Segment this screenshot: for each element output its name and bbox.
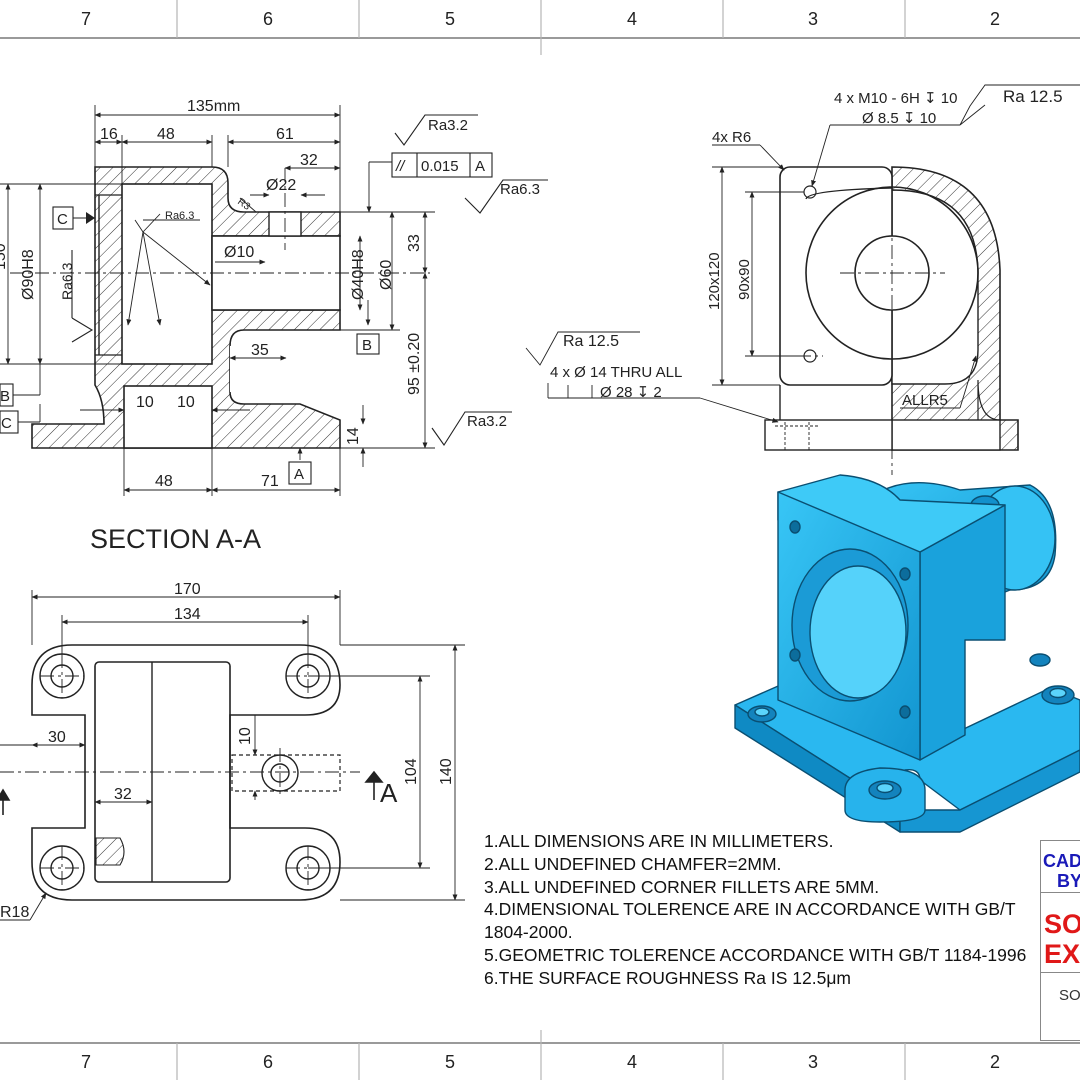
- zone-top-5: 5: [445, 9, 455, 29]
- dim-32: 32: [300, 152, 318, 169]
- section-title: SECTION A-A: [90, 524, 261, 554]
- zone-top-3: 3: [808, 9, 818, 29]
- dim-dia60: Ø60: [378, 260, 395, 290]
- note-4: 4.DIMENSIONAL TOLERENCE ARE IN ACCORDANC…: [484, 899, 1016, 943]
- datum-a: A: [294, 466, 304, 483]
- title-cad-line2: BY: [1057, 871, 1080, 891]
- dim-95: 95 ±0.20: [406, 333, 423, 395]
- front-thread-line1: 4 x M10 - 6H ↧ 10: [834, 90, 957, 107]
- title-block: CAD BY SO EX SO: [1040, 840, 1080, 1041]
- note-5: 5.GEOMETRIC TOLERENCE ACCORDANCE WITH GB…: [484, 944, 1027, 965]
- front-thread-line2: Ø 8.5 ↧ 10: [862, 110, 936, 127]
- top-r18: R18: [0, 904, 29, 921]
- section-view: Ra3.2 Ra6.3 Ra6.3 Ra6.3 Ra3.2 // 0.015 A…: [0, 98, 548, 554]
- sheet-border: [0, 37, 1080, 1044]
- dim-10a: 10: [136, 394, 154, 411]
- zone-dividers: [176, 0, 906, 1080]
- dim-dia90: Ø90H8: [20, 249, 37, 300]
- zone-bottom-4: 4: [627, 1052, 637, 1072]
- dim-dia22: Ø22: [266, 177, 296, 194]
- section-ra32-top: Ra3.2: [428, 117, 468, 134]
- section-cavity: [123, 385, 213, 449]
- dim-14: 14: [345, 427, 362, 445]
- front-base-left: [764, 419, 893, 451]
- section-lower-gap: [230, 346, 286, 392]
- top-cut-label: A: [380, 778, 398, 808]
- datum-b-right: B: [362, 337, 372, 354]
- front-allr5: ALLR5: [902, 392, 948, 409]
- front-120: 120x120: [706, 252, 723, 310]
- note-2: 2.ALL UNDEFINED CHAMFER=2MM.: [484, 853, 782, 874]
- top-dim-140: 140: [438, 758, 455, 785]
- isometric-model: [734, 474, 1080, 833]
- title-block-scale: SO: [1041, 973, 1080, 1041]
- section-bore-large: [121, 183, 213, 365]
- cut-arrow-left: [0, 788, 11, 815]
- title-cad-line1: CAD: [1043, 851, 1080, 871]
- dim-61: 61: [276, 126, 294, 143]
- top-dim-170: 170: [174, 581, 201, 598]
- top-dim-30: 30: [48, 729, 66, 746]
- tolerance-value: 0.015: [421, 158, 459, 175]
- section-ra32-bottom: Ra3.2: [467, 413, 507, 430]
- note-6: 6.THE SURFACE ROUGHNESS Ra IS 12.5μm: [484, 967, 851, 988]
- datum-b-left: B: [0, 388, 10, 405]
- section-ra63-inner: Ra6.3: [165, 210, 194, 222]
- dim-dia40: Ø40H8: [350, 249, 367, 300]
- top-dim-10: 10: [237, 727, 254, 745]
- zone-bottom-3: 3: [808, 1052, 818, 1072]
- datum-c-left: C: [1, 415, 12, 432]
- front-base-right: [891, 419, 1001, 451]
- note-1: 1.ALL DIMENSIONS ARE IN MILLIMETERS.: [484, 831, 834, 851]
- datum-c: C: [57, 211, 68, 228]
- dim-bottom-48: 48: [155, 473, 173, 490]
- dim-left-cut: 150: [0, 243, 9, 270]
- dim-48: 48: [157, 126, 175, 143]
- title-sc: SO: [1059, 987, 1080, 1004]
- top-view: 170 134 30 10 32 104 140 A R18: [0, 581, 465, 921]
- title-so-line1: SO: [1044, 909, 1080, 939]
- zone-top-2: 2: [990, 9, 1000, 29]
- dim-16: 16: [100, 126, 118, 143]
- front-hole-line2: Ø 28 ↧ 2: [600, 384, 662, 401]
- top-dim-134: 134: [174, 606, 201, 623]
- tolerance-datum: A: [475, 158, 485, 175]
- top-dim-104: 104: [403, 758, 420, 785]
- front-hole-ra: Ra 12.5: [563, 333, 619, 350]
- front-thread-ra: Ra 12.5: [1003, 87, 1063, 106]
- top-outline: [31, 644, 341, 901]
- zone-bottom-7: 7: [81, 1052, 91, 1072]
- title-block-cad: CAD BY: [1041, 841, 1080, 893]
- title-block-so: SO EX: [1041, 893, 1080, 973]
- front-r6: 4x R6: [712, 129, 751, 146]
- section-ra63-right: Ra6.3: [500, 181, 540, 198]
- dim-bottom-71: 71: [261, 473, 279, 490]
- zone-bottom-5: 5: [445, 1052, 455, 1072]
- dim-dia10: Ø10: [224, 244, 254, 261]
- zone-bottom-6: 6: [263, 1052, 273, 1072]
- cut-arrow-right: [364, 770, 384, 800]
- zone-top-7: 7: [81, 9, 91, 29]
- front-90: 90x90: [736, 259, 753, 300]
- front-hole-line1: 4 x Ø 14 THRU ALL: [550, 364, 682, 381]
- top-dim-32: 32: [114, 786, 132, 803]
- zone-top-4: 4: [627, 9, 637, 29]
- dim-10b: 10: [177, 394, 195, 411]
- zone-top-6: 6: [263, 9, 273, 29]
- zone-bottom-2: 2: [990, 1052, 1000, 1072]
- tolerance-symbol: //: [395, 158, 406, 175]
- front-view: 4 x M10 - 6H ↧ 10 Ø 8.5 ↧ 10 Ra 12.5 4x …: [525, 84, 1080, 475]
- section-ra63-left: Ra6.3: [59, 262, 75, 300]
- dim-33: 33: [406, 234, 423, 252]
- dim-overall: 135mm: [187, 98, 240, 115]
- general-notes: 1.ALL DIMENSIONS ARE IN MILLIMETERS. 2.A…: [484, 830, 1029, 990]
- title-so-line2: EX: [1044, 939, 1080, 969]
- dim-35: 35: [251, 342, 269, 359]
- note-3: 3.ALL UNDEFINED CORNER FILLETS ARE 5MM.: [484, 876, 880, 897]
